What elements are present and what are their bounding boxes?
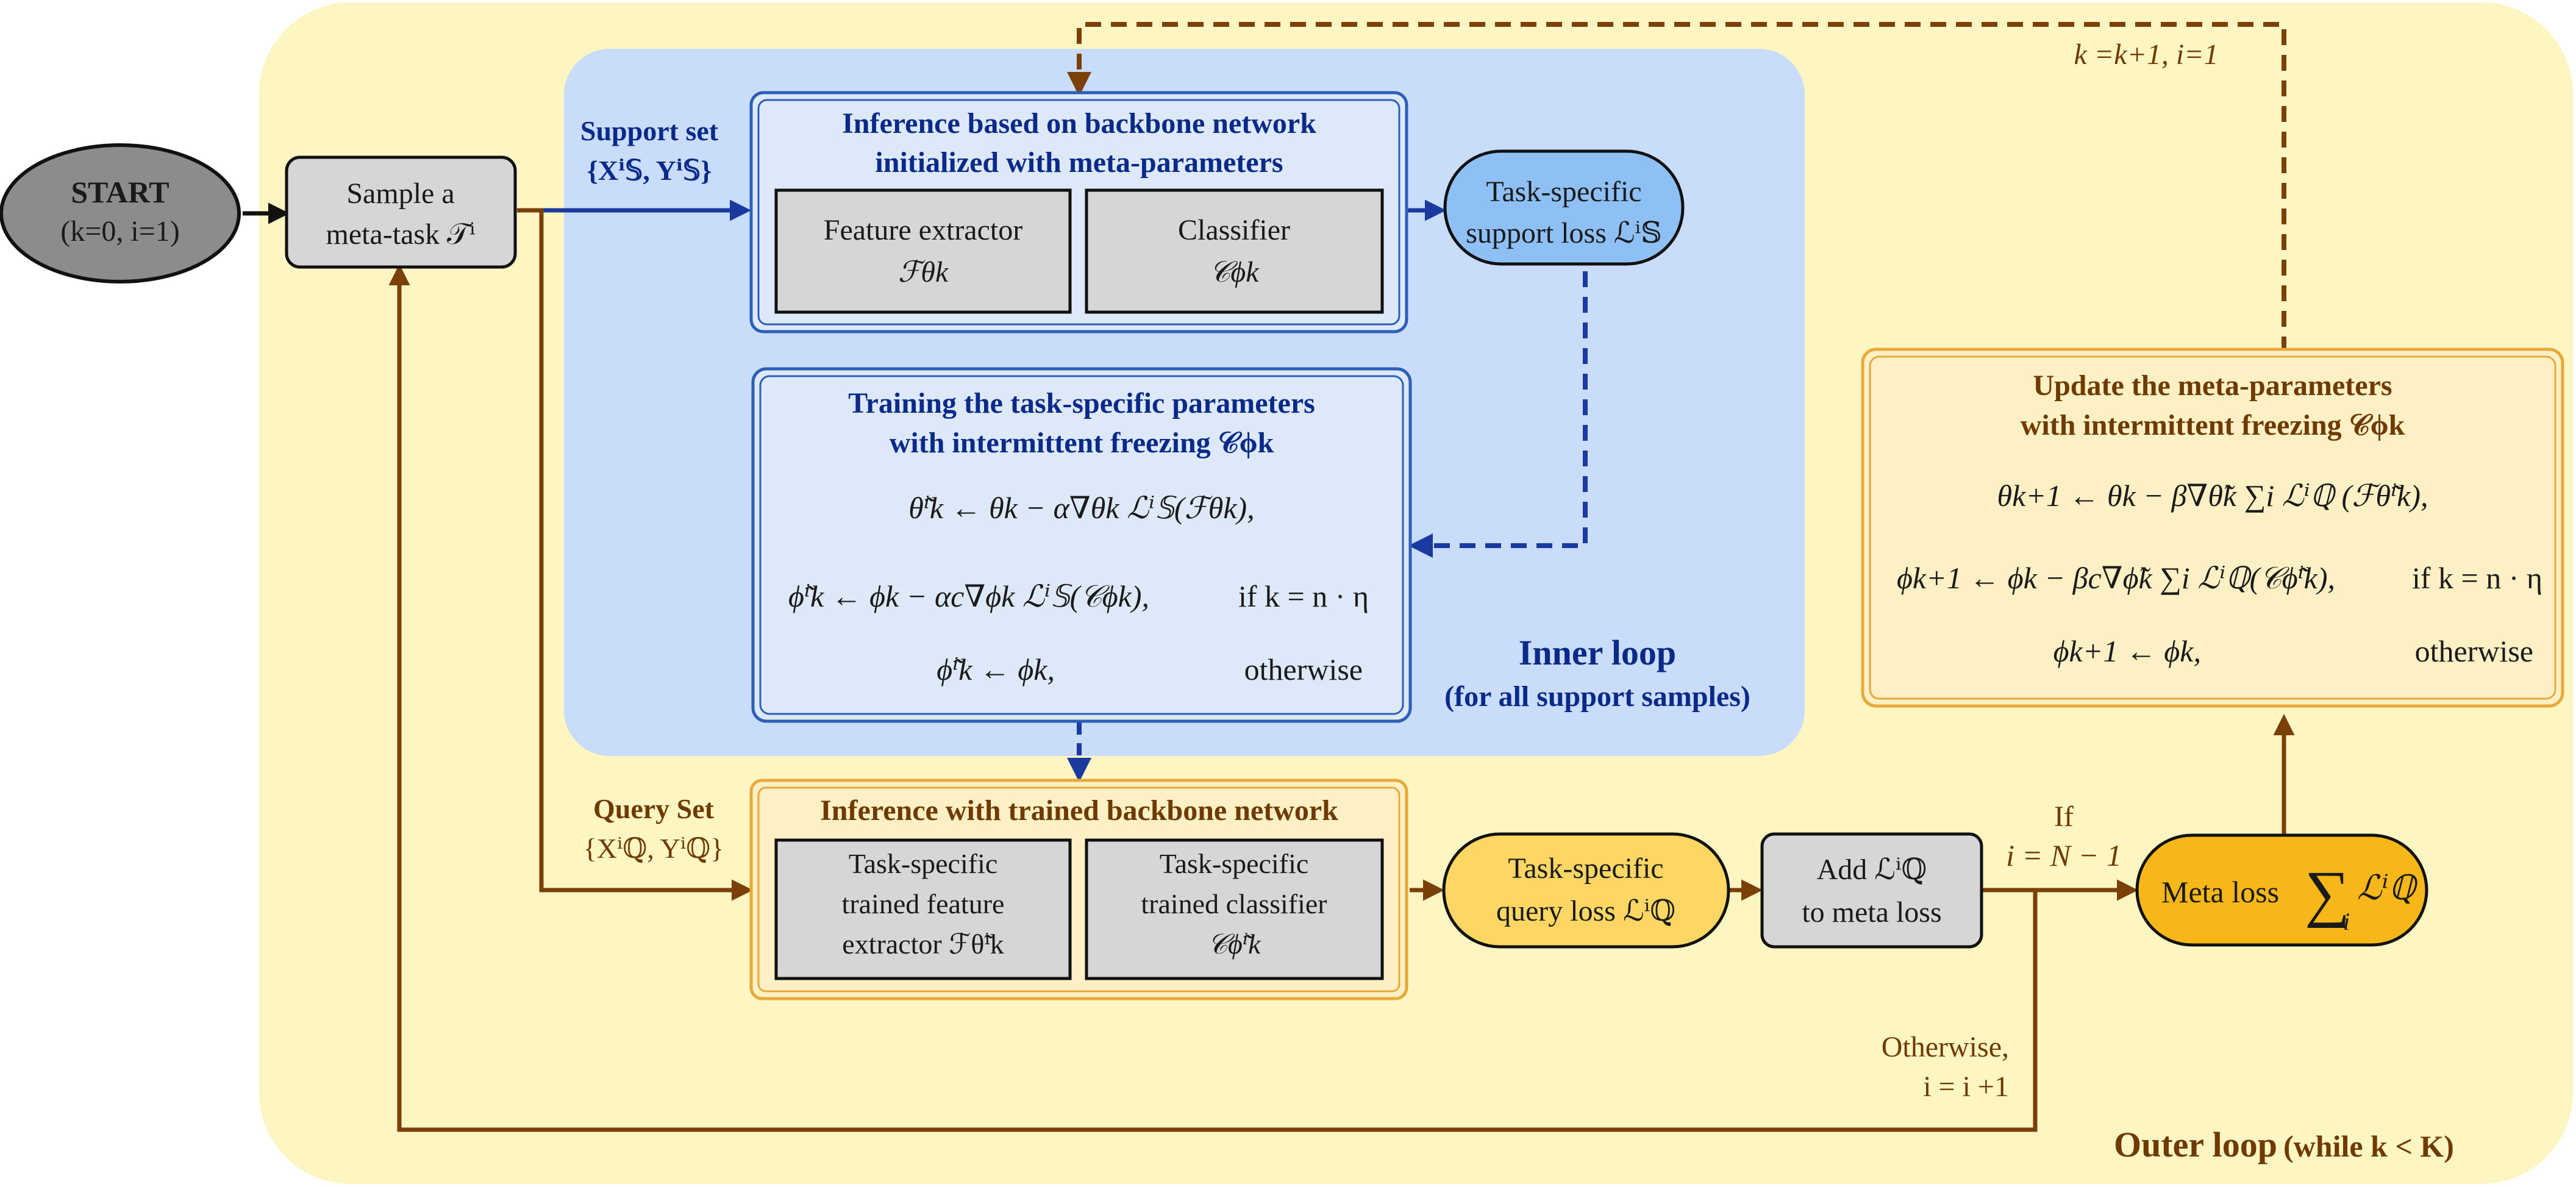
trained-feature-extractor-box <box>774 838 1072 980</box>
training-title2: with intermittent freezing 𝒞ϕk <box>890 427 1274 459</box>
otherwise-label: Otherwise, <box>1882 1031 2009 1063</box>
meta-loss-sum-index: i <box>2343 908 2350 935</box>
training-inner-border <box>759 375 1404 715</box>
update-inner-border <box>1869 355 2556 700</box>
add-to-meta-loss-box <box>1760 832 1983 949</box>
add-loss-line2: to meta loss <box>1802 896 1941 929</box>
if-condition: i = N − 1 <box>2006 838 2122 872</box>
support-loss-line1: Task-specific <box>1486 176 1641 208</box>
meta-loss-label: Meta loss <box>2161 875 2279 909</box>
if-label: If <box>2054 800 2074 833</box>
feature-extractor-symbol: ℱθk <box>898 256 949 288</box>
trained-classifier-line1: Task-specific <box>1160 848 1309 879</box>
sample-line1: Sample a <box>346 177 454 210</box>
trained-classifier-line2: trained classifier <box>1141 888 1327 919</box>
trained-feature-line1: Task-specific <box>849 848 998 879</box>
classifier-line1: Classifier <box>1178 214 1290 246</box>
support-loss-line2: support loss ℒⁱ𝕊 <box>1466 217 1662 249</box>
outer-loop-condition: (while k < K) <box>2283 1129 2454 1163</box>
query-loss-line1: Task-specific <box>1508 852 1663 885</box>
inner-loop-subtitle: (for all support samples) <box>1444 680 1750 713</box>
trained-classifier-line3: 𝒞ϕ̃ⁱk <box>1207 929 1261 960</box>
classifier-symbol: 𝒞ϕk <box>1209 256 1260 288</box>
query-loss-node <box>1442 832 1730 949</box>
feature-extractor-box <box>774 188 1072 314</box>
inference-backbone-title2: initialized with meta-parameters <box>875 146 1283 179</box>
update-title2: with intermittent freezing 𝒞ϕk <box>2021 409 2405 441</box>
training-eq3: ϕ̃ⁱk ← ϕk, <box>937 652 1055 686</box>
inference-backbone-inner-border <box>757 99 1400 326</box>
update-meta-params-box <box>1861 348 2564 708</box>
trained-feature-line3: extractor ℱθ̃ⁱk <box>842 929 1004 960</box>
training-eq2-condition: if k = n · η <box>1238 579 1369 613</box>
training-eq2: ϕ̃ⁱk ← ϕk − αc∇ϕk ℒⁱ𝕊(𝒞ϕk), <box>788 579 1149 613</box>
trained-feature-line2: trained feature <box>842 888 1005 919</box>
query-set-title: Query Set <box>593 793 715 824</box>
update-eq3: ϕk+1 ← ϕk, <box>2053 634 2201 668</box>
update-title1: Update the meta-parameters <box>2033 369 2392 402</box>
query-loss-line2: query loss ℒⁱℚ <box>1496 895 1675 927</box>
inference-trained-title: Inference with trained backbone network <box>820 794 1338 827</box>
update-eq1: θk+1 ← θk − β∇θ̃k ∑i ℒⁱℚ (ℱθ̃ⁱk), <box>1997 479 2428 513</box>
meta-loss-node <box>2135 833 2428 947</box>
support-set-title: Support set <box>580 115 719 146</box>
inference-trained-inner-border <box>757 786 1400 993</box>
inference-backbone-title1: Inference based on backbone network <box>842 107 1316 140</box>
inner-loop-title: Inner loop <box>1519 633 1676 672</box>
meta-loss-sum: ∑ <box>2305 858 2350 929</box>
start-condition: (k=0, i=1) <box>60 215 179 248</box>
training-eq1: θ̃ⁱk ← θk − α∇θk ℒⁱ𝕊(ℱθk), <box>908 491 1254 525</box>
query-set-data: {Xⁱℚ, Yⁱℚ} <box>583 833 724 864</box>
classifier-box <box>1085 188 1384 314</box>
k-update-label: k =k+1, i=1 <box>2074 38 2218 71</box>
start-title: START <box>71 175 169 209</box>
arrow-sample-to-query <box>517 208 753 901</box>
update-eq3-condition: otherwise <box>2415 634 2533 668</box>
sample-meta-task-box <box>285 155 517 269</box>
trained-classifier-box <box>1085 838 1384 980</box>
update-eq2-condition: if k = n · η <box>2412 561 2542 595</box>
arrow-otherwise-loop <box>388 264 2038 1132</box>
training-eq3-condition: otherwise <box>1244 652 1363 686</box>
meta-loss-term: ℒⁱℚ <box>2357 869 2419 907</box>
feature-extractor-line1: Feature extractor <box>824 214 1023 246</box>
add-loss-line1: Add ℒⁱℚ <box>1817 854 1927 886</box>
arrow-k-update-loop <box>1067 22 2286 352</box>
sample-line2: meta-task 𝒯ⁱ <box>326 218 475 251</box>
support-loss-node <box>1443 149 1685 266</box>
start-node <box>0 143 241 283</box>
arrow-support-loss-to-training <box>1408 271 1588 558</box>
update-eq2: ϕk+1 ← ϕk − βc∇ϕ̃k ∑i ℒⁱℚ(𝒞ϕ̃ⁱk), <box>1897 561 2335 595</box>
support-set-data: {Xⁱ𝕊, Yⁱ𝕊} <box>587 155 712 186</box>
training-box <box>751 367 1412 723</box>
training-title1: Training the task-specific parameters <box>848 387 1315 419</box>
outer-loop-title: Outer loop <box>2114 1125 2277 1164</box>
otherwise-update: i = i +1 <box>1923 1071 2009 1103</box>
